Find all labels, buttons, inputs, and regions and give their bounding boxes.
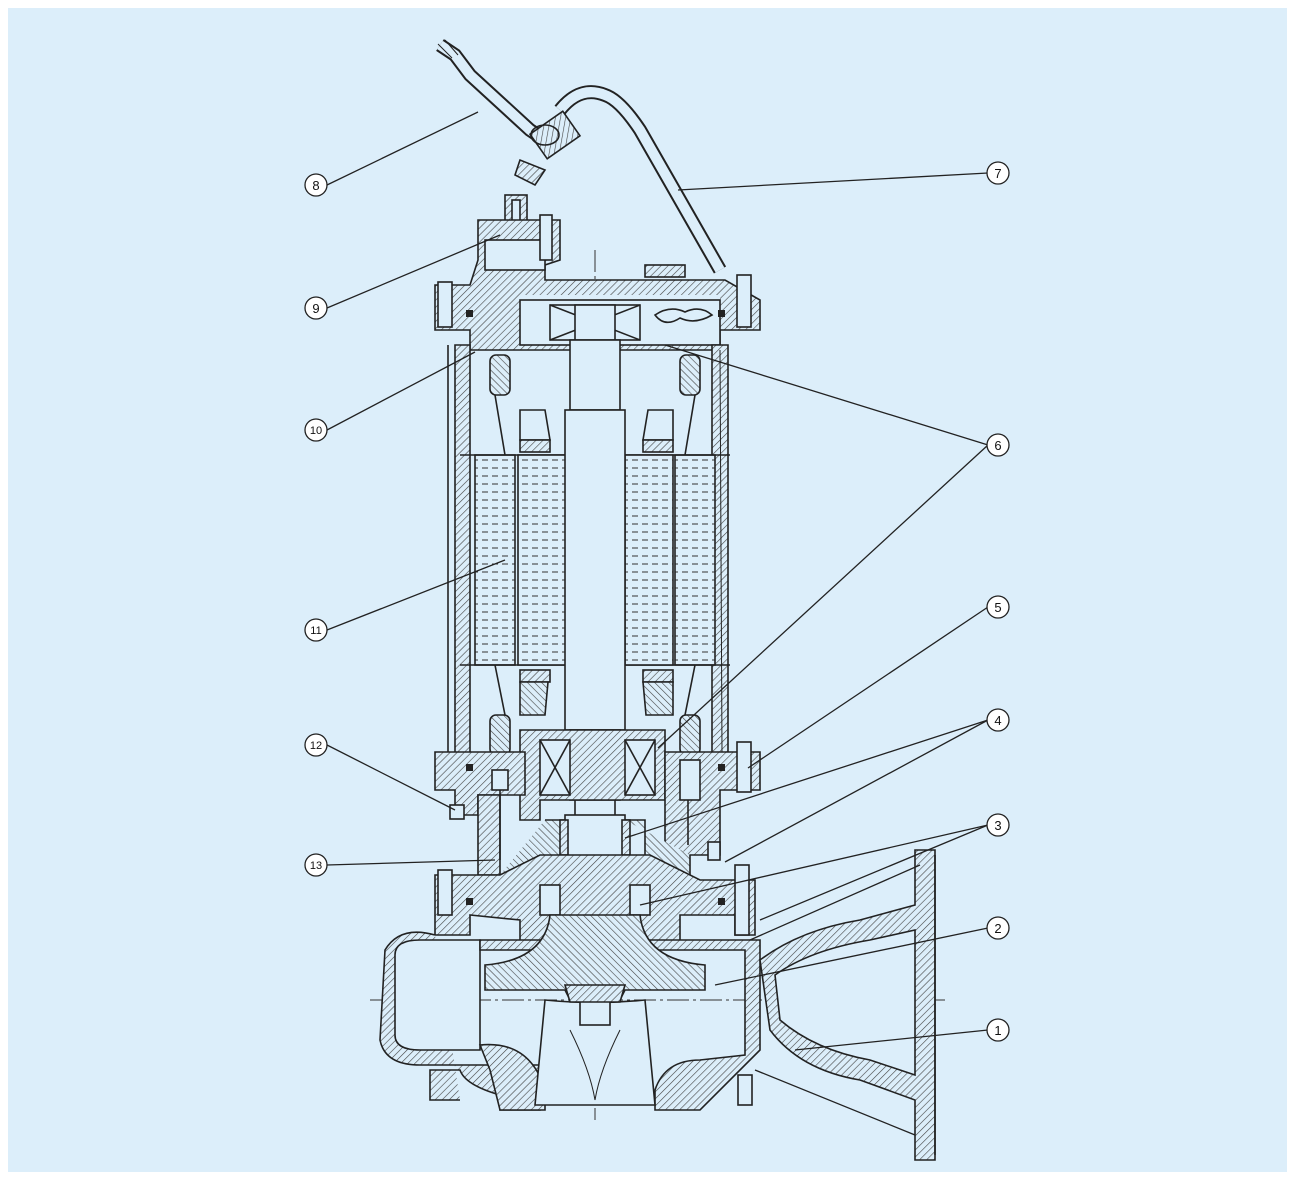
lower-bearing (519, 729, 666, 821)
callout-9-label: 9 (312, 301, 319, 316)
callout-6: 6 (986, 433, 1010, 457)
lifting-handle (528, 85, 727, 274)
callout-13: 13 (304, 853, 328, 877)
callout-1: 1 (986, 1018, 1010, 1042)
callout-1-label: 1 (994, 1023, 1001, 1038)
callout-6-label: 6 (994, 438, 1001, 453)
volute-casing (379, 931, 761, 1111)
pump-cross-section (370, 39, 945, 1161)
stator (460, 354, 730, 756)
callout-13-label: 13 (310, 860, 322, 872)
callout-5: 5 (986, 595, 1010, 619)
rotor (517, 409, 674, 716)
callout-7: 7 (986, 161, 1010, 185)
callout-11-label: 11 (310, 625, 321, 637)
o-rings (466, 310, 725, 905)
callout-12-label: 12 (310, 740, 322, 752)
callout-10: 10 (304, 418, 328, 442)
callout-8-label: 8 (312, 178, 319, 193)
mid-flange (434, 741, 761, 856)
callout-3-label: 3 (994, 818, 1001, 833)
callout-10-label: 10 (310, 425, 322, 437)
callout-9: 9 (304, 296, 328, 320)
callout-2: 2 (986, 916, 1010, 940)
discharge-flange (759, 849, 936, 1161)
callout-7-label: 7 (994, 166, 1001, 181)
callout-4-label: 4 (994, 713, 1001, 728)
leader-lines (326, 111, 989, 1136)
callout-5-label: 5 (994, 600, 1001, 615)
impeller (484, 914, 706, 1106)
callout-3: 3 (986, 813, 1010, 837)
callout-8: 8 (304, 173, 328, 197)
callout-12: 12 (304, 733, 328, 757)
upper-bearing (549, 304, 641, 341)
callout-4: 4 (986, 708, 1010, 732)
callouts: 1 2 3 4 5 6 7 8 (304, 161, 1010, 1042)
pump-cover (434, 854, 756, 946)
callout-2-label: 2 (994, 921, 1001, 936)
callout-11: 11 (304, 618, 328, 642)
